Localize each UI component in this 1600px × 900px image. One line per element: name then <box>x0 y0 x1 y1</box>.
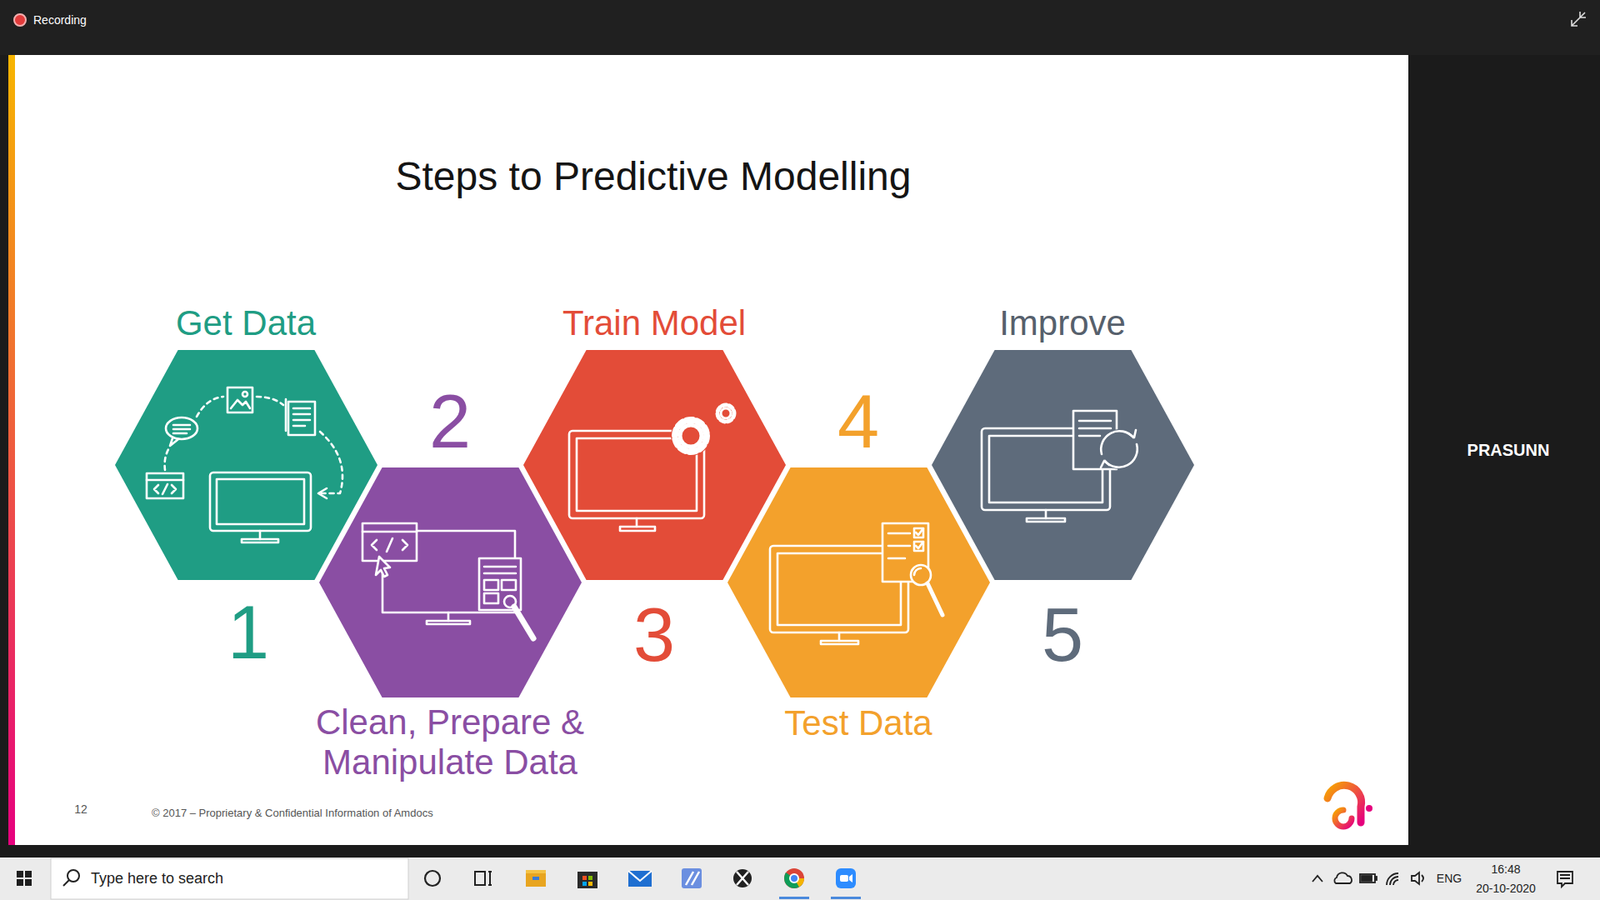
process-hexagon: Clean, Prepare & Manipulate Data2 <box>319 467 582 698</box>
slide-accent-strip <box>8 55 15 845</box>
clock-time: 16:48 <box>1490 862 1520 876</box>
zoom-icon <box>830 868 861 900</box>
copyright-note: © 2017 – Proprietary & Confidential Info… <box>151 807 434 820</box>
step-number: 1 <box>227 595 270 670</box>
file-explorer-icon <box>525 870 546 887</box>
recording-status: Recording <box>33 13 87 27</box>
recording-dot <box>14 14 26 26</box>
amdocs-logo <box>1327 785 1373 827</box>
top-bar <box>0 0 1600 55</box>
step-title: Get Data <box>175 303 316 344</box>
mail-icon <box>628 870 652 887</box>
participant-name: PRASUNN <box>1467 440 1550 460</box>
cortana-icon <box>425 870 440 886</box>
hexagon-shape <box>727 467 990 698</box>
hexagon-shape <box>523 350 786 580</box>
slide <box>8 55 1409 845</box>
step-title: Improve <box>999 303 1126 344</box>
step-title: Test Data <box>784 703 932 744</box>
search-placeholder: Type here to search <box>90 870 224 888</box>
taskbar <box>0 857 1600 900</box>
store-icon <box>577 871 598 889</box>
slide-title: Steps to Predictive Modelling <box>395 153 912 200</box>
hexagon-shape <box>931 350 1195 580</box>
clock-date: 20-10-2020 <box>1475 881 1536 895</box>
slide-number: 12 <box>74 802 88 816</box>
xbox-icon <box>733 869 752 888</box>
step-number: 4 <box>837 384 880 460</box>
step-number: 3 <box>633 597 675 673</box>
task-view-icon <box>475 871 492 885</box>
start-button <box>16 870 32 886</box>
exit-fullscreen-icon <box>1571 11 1586 26</box>
hexagon-shape <box>115 350 378 580</box>
process-hexagon: Test Data4 <box>727 467 990 698</box>
process-hexagon: Train Model3 <box>523 350 786 580</box>
step-title: Train Model <box>562 303 746 344</box>
step-title: Clean, Prepare & Manipulate Data <box>295 702 605 784</box>
chrome-icon <box>779 868 810 900</box>
search-box <box>50 858 409 900</box>
step-number: 2 <box>429 384 471 460</box>
hexagon-shape <box>319 467 582 698</box>
process-hexagon: Get Data1 <box>115 350 378 580</box>
process-hexagon: Improve5 <box>931 350 1195 580</box>
language-indicator: ENG <box>1436 871 1462 885</box>
app-icon <box>681 868 702 889</box>
step-number: 5 <box>1041 597 1084 673</box>
search-icon <box>63 870 80 886</box>
